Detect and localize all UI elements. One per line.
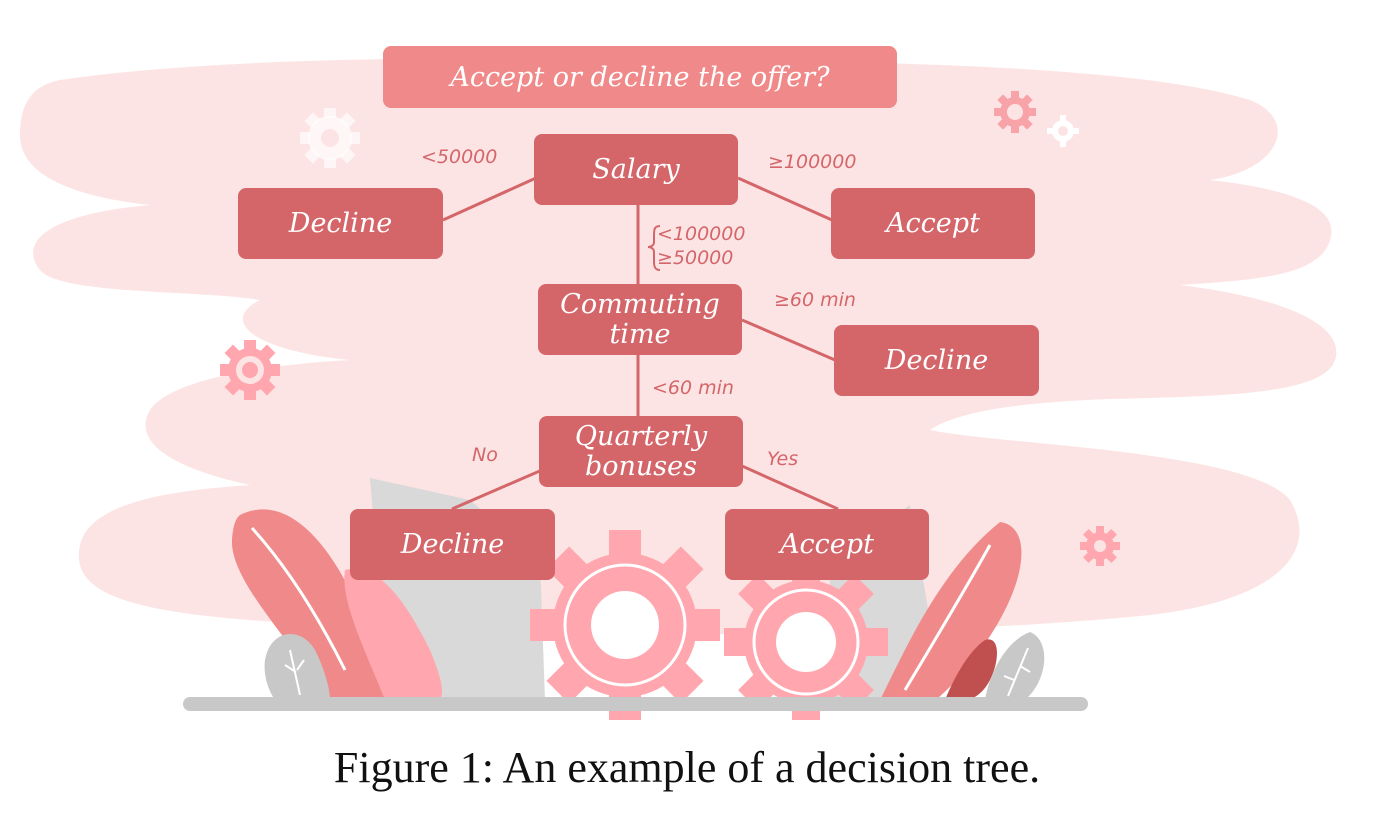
- edge-salary-accept: [737, 176, 833, 222]
- ground-line: [183, 697, 1088, 711]
- node-decline-long-commute: Decline: [834, 325, 1039, 396]
- node-decline-no-bonus: Decline: [350, 509, 555, 580]
- edge-label-commute-short: <60 min: [652, 377, 734, 399]
- edge-label-salary-mid-upper: <100000: [657, 223, 746, 245]
- background-artwork: [20, 58, 1337, 720]
- gear-icon: [994, 91, 1036, 133]
- leaf-left-front: [344, 568, 442, 700]
- leaf-left-large: [231, 509, 391, 700]
- node-commuting-time: Commuting time: [538, 284, 742, 355]
- leaf-right-dark: [945, 639, 997, 700]
- edge-salary-decline: [442, 176, 537, 222]
- leaf-left-vein: [250, 526, 347, 671]
- node-quarterly-bonuses: Quarterly bonuses: [539, 416, 743, 487]
- leaf-right-vein: [903, 544, 992, 691]
- gear-icon: [1047, 115, 1079, 147]
- gear-icon: [1080, 526, 1120, 566]
- figure-caption: Figure 1: An example of a decision tree.: [333, 743, 1041, 792]
- diagram-header: Accept or decline the offer?: [383, 46, 897, 108]
- leaf-left-small-gray: [264, 633, 330, 700]
- node-decline-low-salary: Decline: [238, 188, 443, 259]
- medium-gear-icon: [724, 560, 888, 720]
- edge-label-bonus-yes: Yes: [767, 448, 799, 470]
- edge-commute-decline: [741, 318, 836, 362]
- edge-label-salary-low: <50000: [421, 146, 498, 168]
- leaf-right-small-gray: [985, 632, 1045, 700]
- edge-label-salary-high: ≥100000: [768, 151, 857, 173]
- edge-bonus-accept: [741, 464, 839, 511]
- decision-tree-illustration: Accept or decline the offer? Salary Decl…: [20, 46, 1337, 720]
- edge-bonus-decline: [451, 468, 543, 511]
- edge-label-commute-long: ≥60 min: [774, 289, 856, 311]
- node-salary: Salary: [534, 134, 738, 205]
- edge-label-salary-mid-lower: ≥50000: [657, 247, 734, 269]
- edge-label-bonus-no: No: [472, 444, 498, 466]
- gear-icon: [220, 340, 280, 400]
- tree-connectors: [442, 176, 839, 511]
- leaf-right-small-vein: [1003, 647, 1031, 697]
- salary-range-brace: [647, 225, 661, 271]
- node-accept-bonus: Accept: [725, 509, 929, 580]
- leaf-left-small-vein: [284, 649, 305, 696]
- node-accept-high-salary: Accept: [831, 188, 1035, 259]
- large-gear-icon: [530, 530, 720, 720]
- gear-icon: [300, 108, 360, 168]
